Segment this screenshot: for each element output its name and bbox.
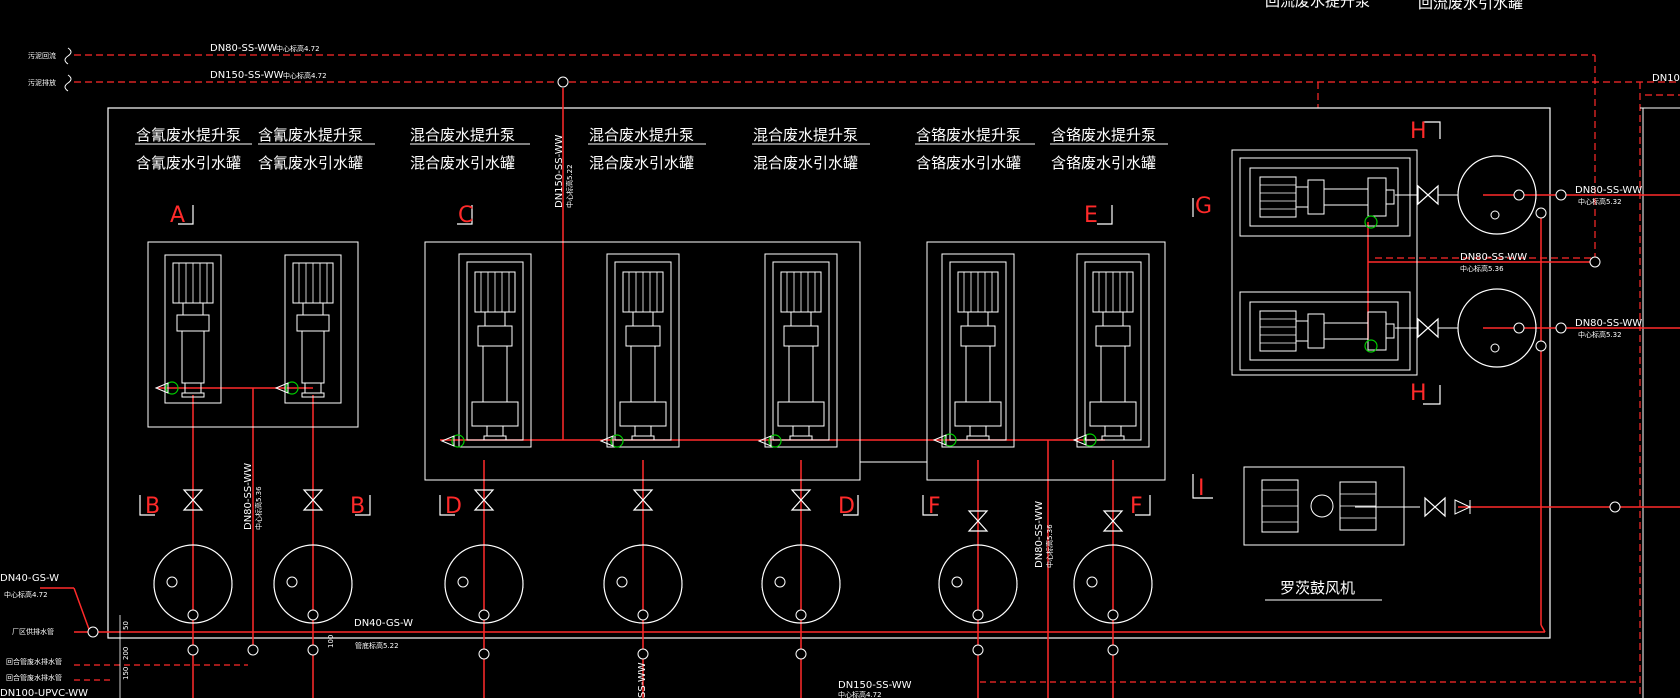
svg-text:H: H — [1410, 119, 1427, 144]
svg-text:DN150-SS-WW: DN150-SS-WW — [554, 134, 565, 208]
pump-g1 — [1239, 157, 1411, 237]
svg-text:含氰废水引水罐: 含氰废水引水罐 — [258, 154, 363, 172]
svg-text:混合废水提升泵: 混合废水提升泵 — [410, 126, 515, 144]
svg-text:中心标高4.72: 中心标高4.72 — [283, 71, 327, 80]
svg-text:回流废水引水罐: 回流废水引水罐 — [1418, 0, 1523, 12]
svg-text:DN80-SS-WW: DN80-SS-WW — [243, 463, 254, 530]
svg-text:H: H — [1410, 381, 1427, 406]
svg-text:DN80-SS-WW: DN80-SS-WW — [1460, 252, 1527, 263]
svg-text:G: G — [1195, 194, 1212, 219]
svg-text:F: F — [928, 494, 941, 519]
svg-text:DN80-SS-WW: DN80-SS-WW — [1575, 185, 1642, 196]
svg-text:污泥回流: 污泥回流 — [28, 51, 56, 60]
svg-text:DN80-SS-WW: DN80-SS-WW — [210, 43, 277, 54]
svg-text:污泥排放: 污泥排放 — [28, 78, 56, 87]
svg-text:I: I — [1198, 476, 1205, 501]
svg-text:中心标高5.36: 中心标高5.36 — [1045, 524, 1054, 568]
svg-text:混合废水提升泵: 混合废水提升泵 — [589, 126, 694, 144]
svg-text:C: C — [458, 203, 473, 228]
pump-c3 — [764, 253, 838, 448]
svg-text:回合管废水排水管: 回合管废水排水管 — [6, 657, 62, 666]
svg-text:DN80-SS-WW: DN80-SS-WW — [1575, 318, 1642, 329]
svg-text:含铬废水引水罐: 含铬废水引水罐 — [916, 154, 1021, 172]
svg-text:150: 150 — [122, 667, 130, 680]
svg-text:50: 50 — [122, 621, 130, 630]
svg-text:DN150-SS-WW: DN150-SS-WW — [838, 680, 912, 691]
svg-text:含铬废水提升泵: 含铬废水提升泵 — [916, 126, 1021, 144]
svg-text:D: D — [838, 494, 855, 519]
blower-label: 罗茨鼓风机 — [1280, 579, 1355, 597]
pump-group-labels: 含氰废水提升泵 含氰废水引水罐 含氰废水提升泵 含氰废水引水罐 混合废水提升泵 … — [136, 126, 1156, 172]
dimension-marks: 50 200 150 100 — [119, 615, 335, 698]
svg-text:含氰废水提升泵: 含氰废水提升泵 — [136, 126, 241, 144]
svg-text:含铬废水提升泵: 含铬废水提升泵 — [1051, 126, 1156, 144]
svg-text:E: E — [1084, 203, 1098, 228]
left-labels: 污泥回流 污泥排放 厂区供排水管 回合管废水排水管 回合管废水排水管 — [6, 51, 62, 682]
svg-text:中心标高5.36: 中心标高5.36 — [254, 486, 263, 530]
svg-text:中心标高4.72: 中心标高4.72 — [276, 44, 320, 53]
pump-c2 — [606, 253, 680, 448]
svg-text:DN100: DN100 — [1652, 73, 1680, 84]
svg-text:DN40-GS-W: DN40-GS-W — [354, 618, 413, 629]
svg-text:混合废水引水罐: 混合废水引水罐 — [753, 154, 858, 172]
pump-a1 — [164, 254, 222, 404]
svg-text:厂区供排水管: 厂区供排水管 — [12, 627, 54, 636]
svg-text:回合管废水排水管: 回合管废水排水管 — [6, 673, 62, 682]
svg-text:D: D — [445, 494, 462, 519]
valves — [183, 489, 1123, 532]
svg-text:DN150-SS-WW: DN150-SS-WW — [210, 70, 284, 81]
pump-e1 — [941, 253, 1015, 448]
svg-text:A: A — [170, 203, 185, 228]
pump-c1 — [458, 253, 532, 448]
svg-text:DN80-SS-WW: DN80-SS-WW — [1034, 501, 1045, 568]
top-right-labels: 回流废水提升泵 回流废水引水罐 — [1265, 0, 1523, 12]
svg-text:中心标高5.22: 中心标高5.22 — [565, 164, 574, 208]
pump-e2 — [1076, 253, 1150, 448]
svg-text:中心标高5.36: 中心标高5.36 — [1460, 264, 1504, 273]
pump-a2 — [284, 254, 342, 404]
svg-text:含氰废水引水罐: 含氰废水引水罐 — [136, 154, 241, 172]
svg-text:含氰废水提升泵: 含氰废水提升泵 — [258, 126, 363, 144]
svg-text:100: 100 — [327, 635, 335, 648]
pump-room-outline — [107, 107, 1551, 639]
svg-text:DN100-UPVC-WW: DN100-UPVC-WW — [0, 688, 88, 698]
svg-text:SS-WW: SS-WW — [637, 662, 648, 698]
svg-text:含铬废水引水罐: 含铬废水引水罐 — [1051, 154, 1156, 172]
svg-text:中心标高4.72: 中心标高4.72 — [838, 690, 882, 698]
water-tanks — [153, 544, 1153, 624]
svg-text:混合废水引水罐: 混合废水引水罐 — [589, 154, 694, 172]
pipe-labels: DN80-SS-WW 中心标高4.72 DN150-SS-WW 中心标高4.72… — [0, 43, 1680, 698]
pump-g2 — [1239, 291, 1411, 371]
svg-text:回流废水提升泵: 回流废水提升泵 — [1265, 0, 1370, 10]
svg-text:F: F — [1130, 494, 1143, 519]
roots-blower — [1243, 466, 1405, 546]
svg-text:200: 200 — [122, 647, 130, 660]
svg-text:中心标高5.32: 中心标高5.32 — [1578, 330, 1622, 339]
svg-text:B: B — [145, 494, 160, 519]
svg-text:混合废水提升泵: 混合废水提升泵 — [753, 126, 858, 144]
svg-text:管底标高5.22: 管底标高5.22 — [355, 641, 399, 650]
svg-text:B: B — [350, 494, 365, 519]
svg-text:混合废水引水罐: 混合废水引水罐 — [410, 154, 515, 172]
svg-text:中心标高5.32: 中心标高5.32 — [1578, 197, 1622, 206]
dashed-return-lines — [74, 54, 1680, 698]
svg-text:中心标高4.72: 中心标高4.72 — [4, 590, 48, 599]
svg-text:DN40-GS-W: DN40-GS-W — [0, 573, 59, 584]
section-markers: A B B C D D E F F G H H I — [145, 119, 1427, 519]
